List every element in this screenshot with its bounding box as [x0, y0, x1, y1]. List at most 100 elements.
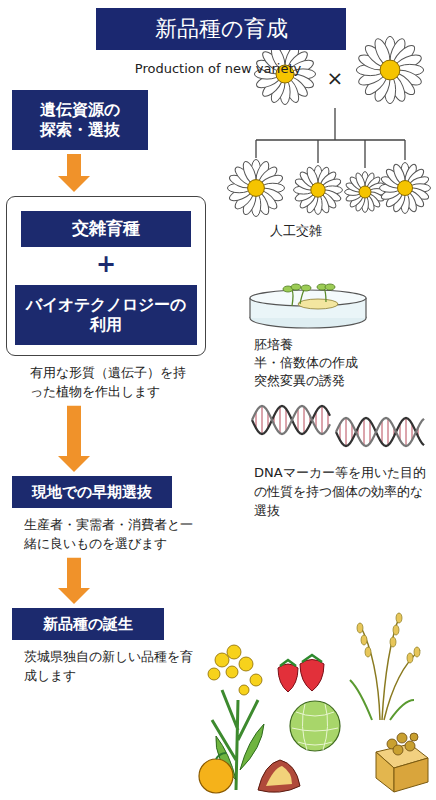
grain [365, 647, 371, 657]
label-text: × [323, 64, 347, 93]
grain [407, 653, 413, 663]
bean [405, 741, 415, 751]
citrus [199, 753, 233, 793]
dna-strand [336, 418, 424, 446]
rape-flowers [208, 645, 262, 695]
dna-illustration [252, 406, 424, 446]
rape-flower [208, 668, 220, 680]
melon [290, 701, 340, 751]
rape-flower [239, 657, 253, 671]
daisy [294, 166, 343, 215]
flower-center [380, 60, 400, 80]
description-text: 茨城県独自の新しい品種を育成します [12, 648, 222, 686]
box-text: バイオテクノロジーの 利用 [23, 295, 189, 335]
dna-strand [252, 406, 330, 434]
natto [376, 733, 428, 792]
group-border: +交雑育種バイオテクノロジーの 利用 [6, 196, 206, 356]
strawberry-calyx [280, 655, 322, 666]
daisy [345, 172, 386, 213]
daisy [356, 36, 423, 103]
rape-leaf [240, 724, 264, 770]
base-pair [304, 407, 305, 434]
rape-flower [215, 653, 229, 667]
grain [414, 647, 420, 657]
label-text: 胚培養 [254, 336, 424, 355]
dna-strand [336, 418, 424, 446]
beans [387, 733, 418, 755]
rice-stem [360, 615, 420, 720]
process-box: 遺伝資源の 探索・選抜 [12, 90, 148, 150]
grain [357, 623, 363, 633]
flower-center [311, 183, 325, 197]
box-text: 遺伝資源の 探索・選抜 [32, 100, 128, 140]
process-box: 新品種の誕生 [12, 608, 164, 640]
base-pair [346, 418, 347, 446]
sweet-potato [258, 760, 300, 792]
base-pair [382, 421, 383, 444]
label-text: 突然変異の誘発 [254, 372, 424, 391]
base-pair [286, 409, 287, 432]
flow-arrow [58, 154, 90, 192]
box-text: 新品種の誕生 [43, 615, 133, 634]
bracket-line [256, 108, 405, 168]
label-text: DNAマーカー等を用いた目的の性質を持つ個体の効率的な選抜 [254, 464, 428, 521]
flow-arrow [58, 558, 90, 604]
rape-flower [227, 645, 241, 659]
rape-flower [226, 666, 238, 678]
process-box: 現地での早期選抜生産者・実需者・消費者と一緒に良いものを選びます [12, 476, 222, 554]
description-text: 生産者・実需者・消費者と一緒に良いものを選びます [12, 516, 222, 554]
potato-skin [258, 760, 300, 792]
base-pair [406, 418, 407, 446]
rice-plant [350, 613, 420, 720]
group-outline: +交雑育種バイオテクノロジーの 利用有用な形質（遺伝子）を持った植物を作出します [6, 196, 206, 402]
plus-sign: + [7, 249, 205, 279]
process-box: 現地での早期選抜 [12, 476, 172, 508]
flow-arrow [58, 406, 90, 472]
flower-center [359, 186, 371, 198]
bean [393, 745, 403, 755]
callus [298, 299, 338, 309]
base-pair [322, 406, 323, 434]
rape-flower [250, 674, 262, 686]
base-pair [262, 406, 263, 434]
base-pair [370, 421, 371, 444]
petri-dish [250, 284, 366, 328]
rape-flower [239, 685, 249, 695]
flower-center [398, 181, 413, 196]
daisy [380, 163, 431, 214]
base-pair [388, 419, 389, 446]
grain [361, 635, 367, 645]
description-text: 有用な形質（遺伝子）を持った植物を作出します [6, 364, 206, 402]
seedling-leaf [301, 285, 311, 291]
bean [410, 733, 418, 741]
dna-strand [252, 406, 330, 434]
process-box: 交雑育種 [21, 211, 191, 247]
base-pair [298, 409, 299, 432]
seedling-leaf [291, 284, 301, 290]
grain [393, 625, 399, 635]
natto-front [394, 758, 428, 792]
bean [397, 733, 407, 743]
flower-center [248, 180, 265, 197]
seedling-leaf [325, 284, 335, 290]
grain [390, 637, 396, 647]
title-text: 新品種の育成 [155, 15, 288, 43]
base-pair [280, 407, 281, 434]
box-text: 現地での早期選抜 [32, 483, 152, 502]
crop-illustration [199, 613, 428, 793]
rice-grains [357, 613, 420, 663]
process-box: バイオテクノロジーの 利用 [15, 285, 197, 345]
melon-net [292, 704, 338, 750]
potato-flesh [266, 766, 292, 786]
cross-bracket [256, 108, 405, 168]
strawberry [278, 664, 298, 692]
melon-body [290, 701, 340, 751]
base-pair [364, 419, 365, 446]
title-band: 新品種の育成 [96, 8, 346, 50]
process-box: 新品種の誕生茨城県独自の新しい品種を育成します [12, 608, 222, 686]
label-text: 半・倍数体の作成 [254, 354, 424, 373]
grain [396, 613, 402, 623]
citrus-body [199, 759, 233, 793]
label-text: Production of new variety [0, 60, 436, 79]
natto-side [376, 752, 394, 792]
